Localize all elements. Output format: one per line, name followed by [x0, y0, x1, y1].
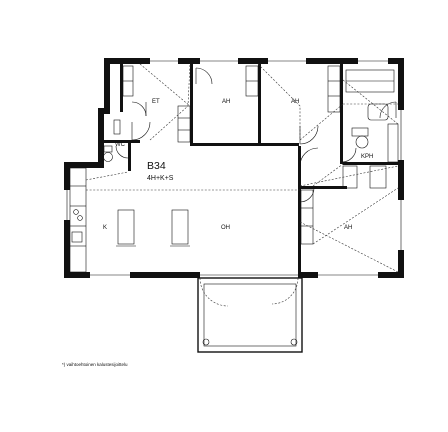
room-label-et: ET — [152, 99, 160, 105]
unit-code: B34 — [147, 160, 166, 172]
unit-type: 4H+K+S — [147, 175, 174, 182]
closets — [122, 65, 399, 245]
kitchen-counter — [69, 167, 87, 273]
room-label-wc: WC — [115, 142, 126, 148]
bathroom-fixtures — [103, 69, 395, 162]
doors — [115, 67, 397, 203]
interior-walls — [104, 64, 398, 272]
room-label-ah-3: AH — [344, 225, 352, 231]
dashed-lines — [85, 63, 399, 273]
footnote: *) vaihtoehtoinen kalustesijoittelu — [62, 362, 128, 367]
room-label-k: K — [103, 225, 107, 231]
balcony — [197, 277, 303, 353]
furniture — [116, 209, 190, 247]
windows — [64, 58, 404, 278]
room-label-ah-2: AH — [291, 99, 299, 105]
room-label-oh: OH — [221, 225, 230, 231]
room-label-kph: KPH — [361, 154, 373, 160]
exterior-walls — [64, 58, 404, 278]
room-label-ah-1: AH — [222, 99, 230, 105]
